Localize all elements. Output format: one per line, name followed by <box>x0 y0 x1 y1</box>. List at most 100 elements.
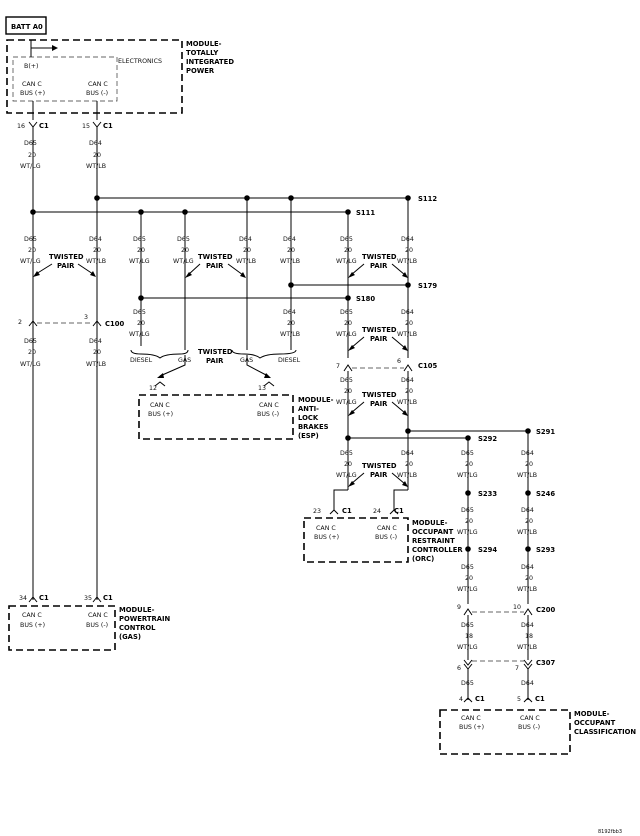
svg-text:15: 15 <box>82 123 90 130</box>
svg-text:20: 20 <box>405 461 413 468</box>
svg-text:20: 20 <box>137 247 145 254</box>
svg-text:TWISTED: TWISTED <box>49 253 84 261</box>
svg-text:WT/LG: WT/LG <box>457 644 478 651</box>
svg-text:MODULE-: MODULE- <box>412 519 448 527</box>
svg-text:13: 13 <box>258 385 266 392</box>
svg-text:TWISTED: TWISTED <box>362 326 397 334</box>
wire-labels-below-c100: D65 20 WT/LG D64 20 WT/LB <box>20 338 106 368</box>
svg-text:TWISTED: TWISTED <box>198 253 233 261</box>
svg-text:WT/LG: WT/LG <box>457 529 478 536</box>
svg-text:C1: C1 <box>535 695 545 703</box>
diesel-gas-options: DIESEL GAS GAS DIESEL TWISTED PAIR <box>130 348 301 365</box>
svg-text:20: 20 <box>93 247 101 254</box>
svg-text:OCCUPANT: OCCUPANT <box>574 719 616 727</box>
svg-text:CONTROL: CONTROL <box>119 624 156 632</box>
connector-c100: 2 3 C100 <box>18 314 124 328</box>
svg-text:WT/LB: WT/LB <box>397 331 417 338</box>
svg-text:D64: D64 <box>89 338 102 345</box>
svg-text:TWISTED: TWISTED <box>362 391 397 399</box>
svg-text:WT/LB: WT/LB <box>280 258 300 265</box>
svg-text:2: 2 <box>18 319 22 326</box>
wire-labels-occ-2: D65 20 WT/LG D64 20 WT/LB D65 20 WT/LG D… <box>457 507 537 593</box>
svg-text:D65: D65 <box>340 450 353 457</box>
svg-text:20: 20 <box>405 320 413 327</box>
svg-text:WT/LG: WT/LG <box>457 586 478 593</box>
svg-text:20: 20 <box>344 461 352 468</box>
svg-text:BUS (-): BUS (-) <box>257 411 279 418</box>
svg-text:BUS (-): BUS (-) <box>86 90 108 97</box>
svg-text:ANTI-: ANTI- <box>298 405 319 413</box>
svg-text:D64: D64 <box>401 236 414 243</box>
svg-text:INTEGRATED: INTEGRATED <box>186 58 234 66</box>
svg-text:6: 6 <box>457 665 461 672</box>
wire-labels-c200: D65 18 WT/LG D64 18 WT/LB <box>457 622 537 651</box>
svg-text:9: 9 <box>457 604 461 611</box>
svg-text:20: 20 <box>465 575 473 582</box>
svg-text:PAIR: PAIR <box>57 262 75 270</box>
svg-text:TWISTED: TWISTED <box>198 348 233 356</box>
svg-text:WT/LG: WT/LG <box>129 258 150 265</box>
svg-text:20: 20 <box>28 247 36 254</box>
svg-text:CAN C: CAN C <box>259 402 279 409</box>
svg-text:WT/LG: WT/LG <box>20 361 41 368</box>
svg-text:20: 20 <box>465 461 473 468</box>
svg-text:20: 20 <box>181 247 189 254</box>
svg-text:C1: C1 <box>103 594 113 602</box>
svg-text:BUS (-): BUS (-) <box>375 534 397 541</box>
splice-s111: S111 <box>356 209 375 217</box>
svg-text:PAIR: PAIR <box>370 262 388 270</box>
svg-text:16: 16 <box>17 123 25 130</box>
svg-text:D65: D65 <box>340 236 353 243</box>
svg-text:6: 6 <box>397 358 401 365</box>
svg-text:20: 20 <box>93 152 101 159</box>
svg-text:20: 20 <box>344 388 352 395</box>
svg-text:PAIR: PAIR <box>370 400 388 408</box>
svg-text:POWERTRAIN: POWERTRAIN <box>119 615 170 623</box>
orc-module-label: MODULE- OCCUPANT RESTRAINT CONTROLLER (O… <box>412 519 463 563</box>
svg-text:WT/LG: WT/LG <box>336 331 357 338</box>
svg-text:CAN C: CAN C <box>22 81 42 88</box>
svg-text:C1: C1 <box>39 594 49 602</box>
svg-text:MODULE-: MODULE- <box>186 40 222 48</box>
svg-text:D64: D64 <box>401 377 414 384</box>
svg-text:20: 20 <box>287 247 295 254</box>
svg-text:CAN C: CAN C <box>88 81 108 88</box>
svg-text:C307: C307 <box>536 659 555 667</box>
svg-text:D65: D65 <box>461 680 474 687</box>
svg-text:PAIR: PAIR <box>206 357 224 365</box>
svg-text:35: 35 <box>84 595 92 602</box>
svg-text:WT/LG: WT/LG <box>20 163 41 170</box>
svg-text:20: 20 <box>465 518 473 525</box>
svg-text:BUS (+): BUS (+) <box>459 724 484 731</box>
svg-text:D64: D64 <box>401 450 414 457</box>
svg-text:D64: D64 <box>89 236 102 243</box>
svg-text:CAN C: CAN C <box>461 715 481 722</box>
svg-text:WT/LB: WT/LB <box>517 529 537 536</box>
svg-text:20: 20 <box>243 247 251 254</box>
svg-text:B(+): B(+) <box>24 63 39 70</box>
svg-text:WT/LG: WT/LG <box>336 472 357 479</box>
svg-text:C1: C1 <box>39 122 49 130</box>
abs-module: 12 13 CAN C BUS (+) CAN C BUS (-) MODULE… <box>138 381 334 440</box>
svg-text:C1: C1 <box>475 695 485 703</box>
twisted-pair-6: TWISTED PAIR <box>348 462 408 487</box>
tipm-module: ELECTRONICS B(+) CAN C BUS (+) CAN C BUS… <box>6 39 234 114</box>
wire-labels-tipm: D65 20 WT/LG D64 20 WT/LB <box>20 140 106 170</box>
svg-text:TOTALLY: TOTALLY <box>186 49 218 57</box>
svg-text:CAN C: CAN C <box>316 525 336 532</box>
figure-id: 8192fbb3 <box>598 829 622 835</box>
svg-text:C200: C200 <box>536 606 555 614</box>
svg-text:C1: C1 <box>394 507 404 515</box>
occ-module-label: MODULE- OCCUPANT CLASSIFICATION <box>574 710 636 736</box>
svg-text:(GAS): (GAS) <box>119 633 141 641</box>
connector-c307: 6 7 C307 <box>457 659 555 672</box>
svg-text:MODULE-: MODULE- <box>298 396 334 404</box>
splice-s246: S246 <box>536 490 555 498</box>
svg-text:C100: C100 <box>105 320 124 328</box>
svg-text:WT/LB: WT/LB <box>236 258 256 265</box>
svg-text:D64: D64 <box>521 622 534 629</box>
svg-text:BUS (-): BUS (-) <box>518 724 540 731</box>
svg-text:CLASSIFICATION: CLASSIFICATION <box>574 728 636 736</box>
svg-text:20: 20 <box>525 461 533 468</box>
occupant-classification-module: 4 C1 5 C1 CAN C BUS (+) CAN C BUS (-) MO… <box>439 695 636 755</box>
